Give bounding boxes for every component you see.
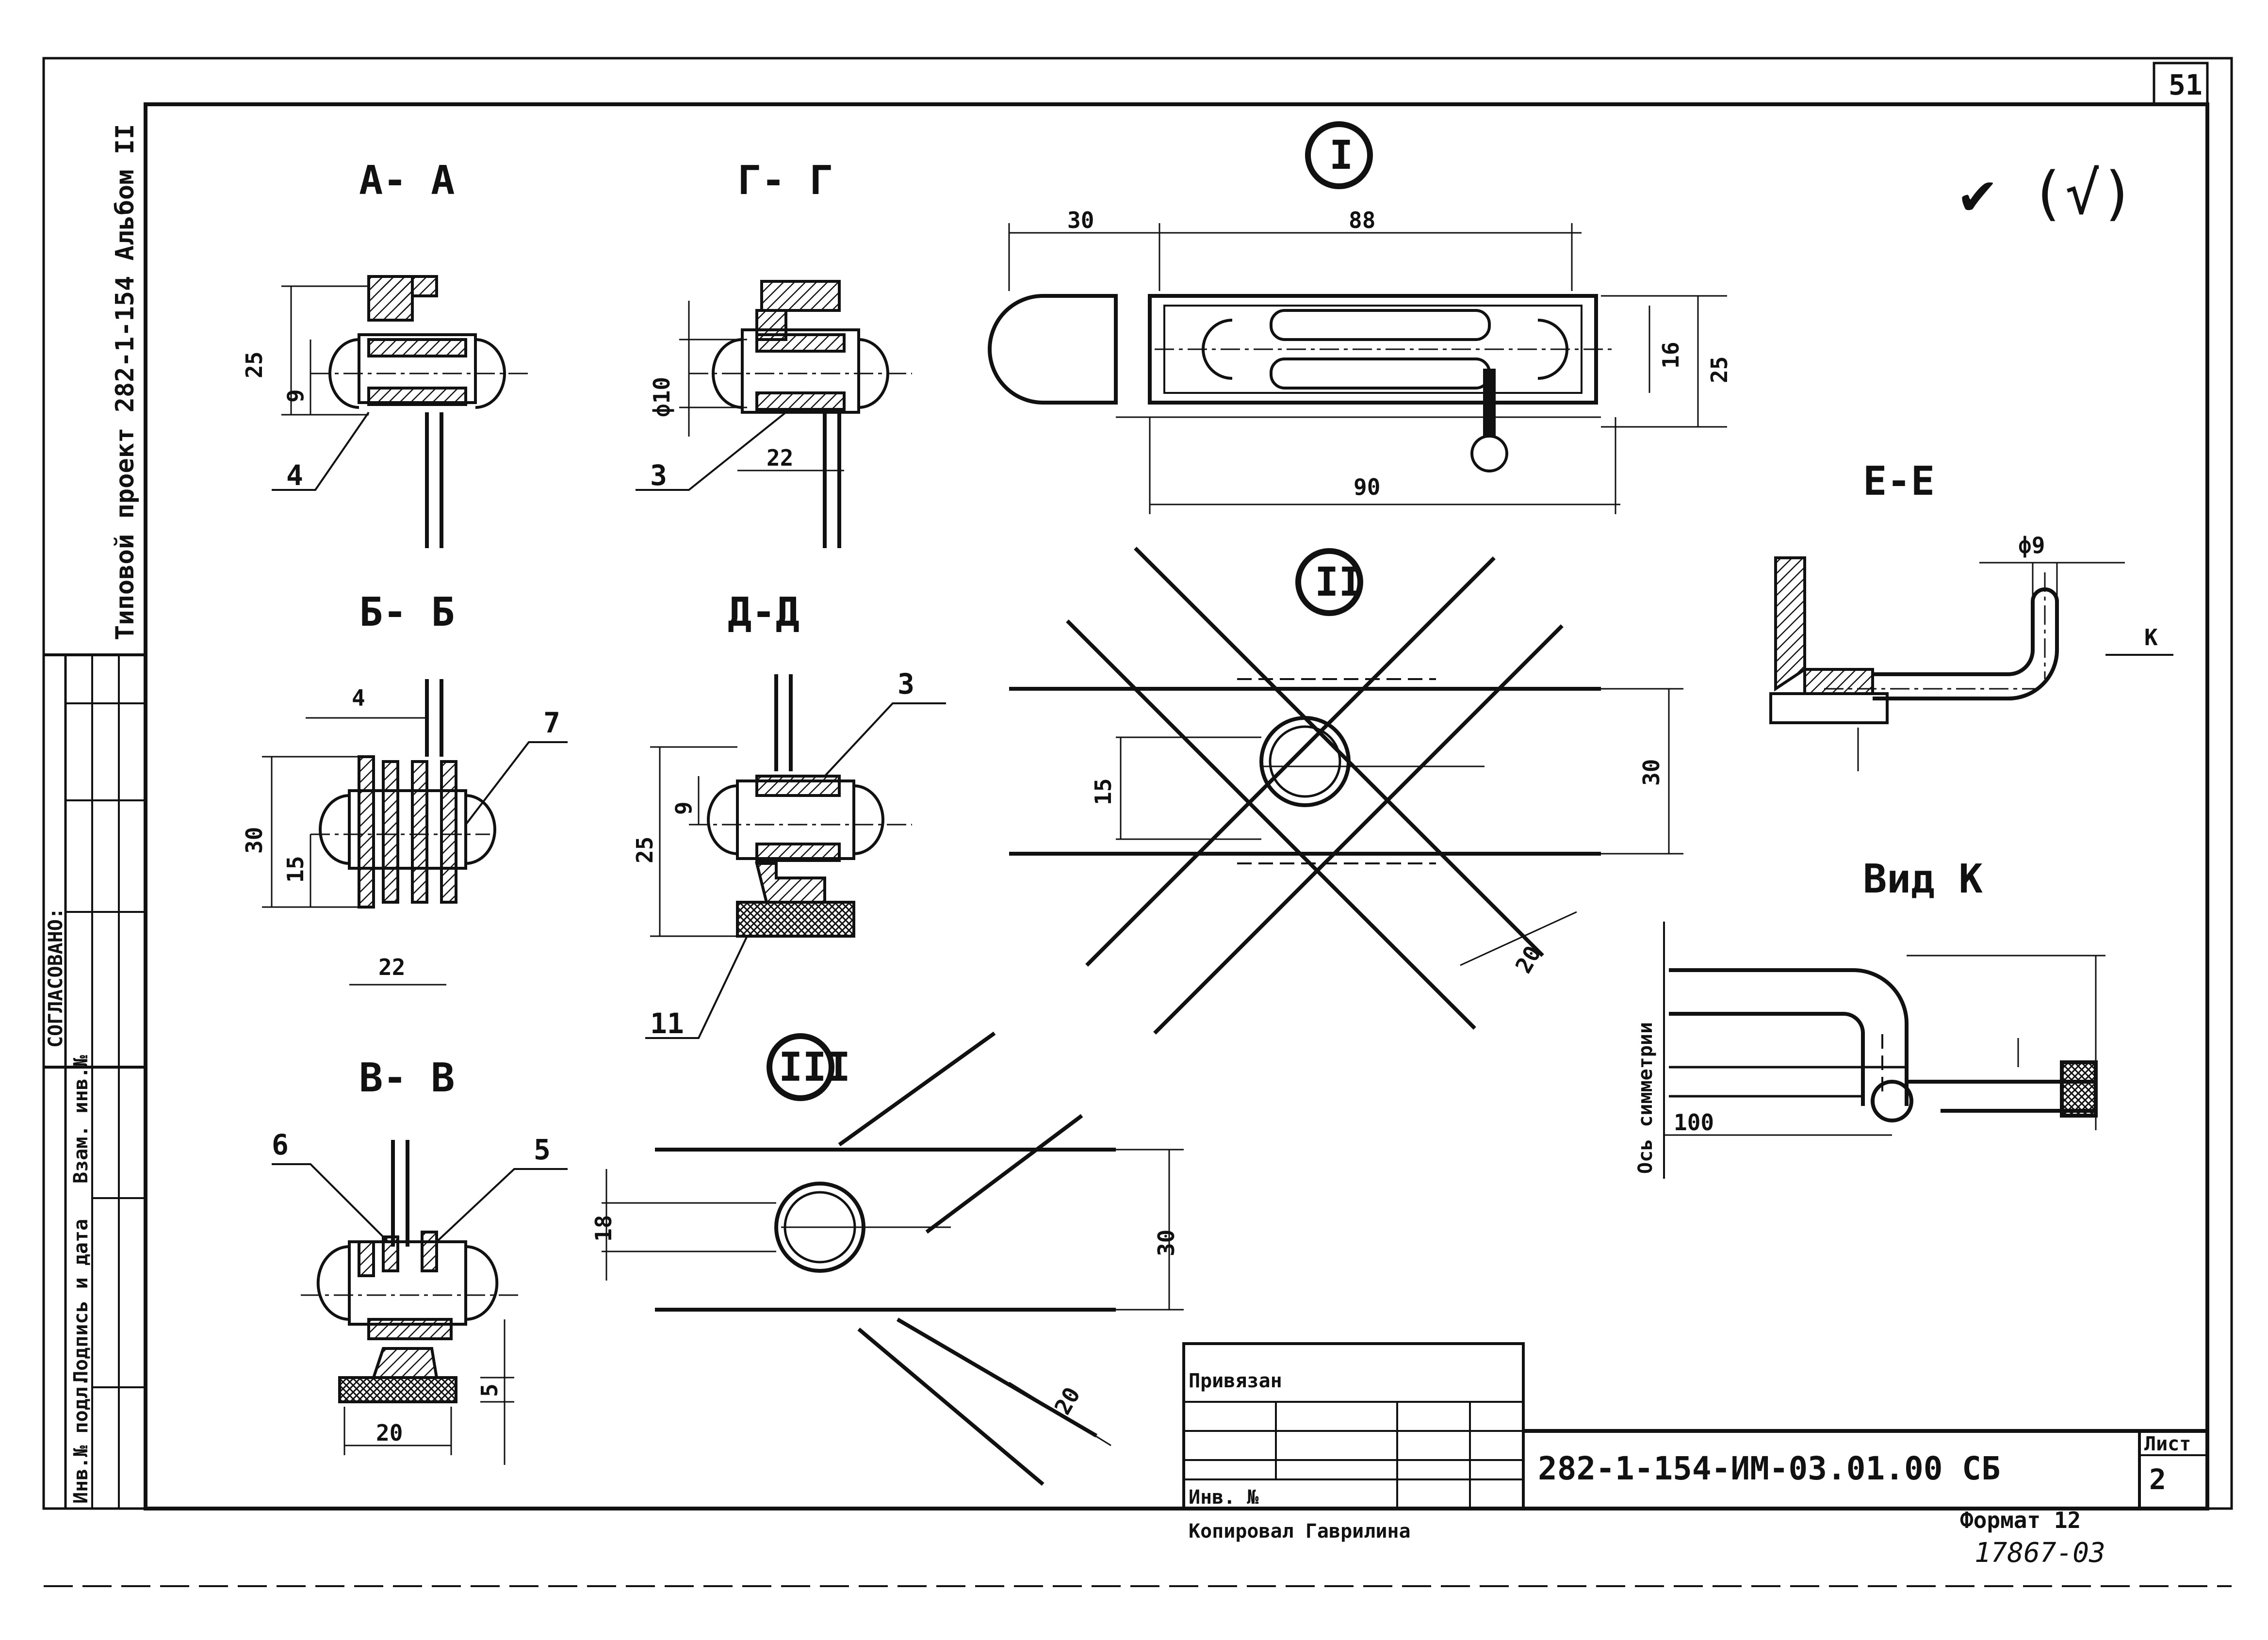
side-vzam: Взам. инв.№ <box>70 1055 92 1184</box>
section-vv <box>272 1140 568 1465</box>
corner-check-mark: ✔ (√) <box>1960 160 2135 227</box>
dim-n1-88: 88 <box>1349 207 1375 233</box>
node-3 <box>602 1031 1184 1486</box>
dim-n2-30: 30 <box>1638 759 1664 786</box>
dim-vv-20: 20 <box>376 1420 403 1446</box>
title-inv-no: Инв. № <box>1189 1486 1259 1509</box>
dim-gg-phi10: ф10 <box>649 377 675 417</box>
node-1-mark: I <box>1329 132 1353 179</box>
dim-vv-5: 5 <box>476 1383 503 1397</box>
view-k-title: Вид К <box>1863 856 1983 902</box>
list-number: 2 <box>2149 1463 2166 1496</box>
kopiroval: Копировал Гаврилина <box>1189 1520 1411 1543</box>
dim-dd-25: 25 <box>632 837 658 863</box>
dim-n1-16: 16 <box>1658 342 1684 369</box>
order-number: 17867-03 <box>1974 1537 2105 1569</box>
format-label: Формат 12 <box>1960 1507 2081 1533</box>
drawing-code: 282-1-154-ИМ-03.01.00 СБ <box>1538 1450 2001 1487</box>
section-dd-title: Д-Д <box>728 589 800 635</box>
dim-n2-15: 15 <box>1090 779 1116 805</box>
section-gg-title: Г- Г <box>737 158 833 204</box>
dim-n3-18: 18 <box>590 1215 617 1242</box>
side-soglasovano: СОГЛАСОВАНО: <box>45 908 67 1048</box>
dim-n2-20: 20 <box>1510 942 1546 978</box>
side-inv-podl: Инв.№ подл. <box>70 1375 92 1504</box>
dim-bb-4: 4 <box>352 685 365 711</box>
callout-3a: 3 <box>650 459 667 492</box>
dim-bb-15: 15 <box>282 856 309 883</box>
dim-n1-25: 25 <box>1706 357 1732 383</box>
dim-k-axis: Ось симметрии <box>1634 1022 1657 1174</box>
section-ee <box>1769 556 2173 771</box>
section-gg <box>636 280 912 548</box>
dim-k-100: 100 <box>1674 1109 1714 1136</box>
dim-n3-30: 30 <box>1153 1230 1179 1256</box>
dim-n1-30: 30 <box>1067 207 1094 233</box>
node-2-mark: II <box>1315 559 1363 605</box>
list-label: Лист <box>2144 1433 2191 1455</box>
dim-ee-k: К <box>2144 624 2158 650</box>
side-podpis: Подпись и дата <box>70 1219 92 1382</box>
title-privyazan: Привязан <box>1189 1370 1282 1392</box>
callout-7: 7 <box>543 706 560 739</box>
dim-bb-30: 30 <box>241 827 267 854</box>
dim-aa-9: 9 <box>282 389 309 403</box>
section-dd <box>645 674 946 1039</box>
node-2 <box>1009 547 1683 1035</box>
dim-gg-22: 22 <box>767 445 793 471</box>
callout-6: 6 <box>272 1128 289 1161</box>
callout-3b: 3 <box>897 667 914 700</box>
node-1 <box>988 121 1727 514</box>
dim-ee-phi9: ф9 <box>2018 532 2045 558</box>
view-k <box>1663 922 2105 1179</box>
title-block <box>1182 1342 2207 1510</box>
callout-4: 4 <box>286 459 303 492</box>
callout-5: 5 <box>534 1133 551 1166</box>
dim-aa-25: 25 <box>241 352 267 378</box>
dim-bb-22: 22 <box>378 954 405 980</box>
section-aa <box>272 275 529 548</box>
section-bb <box>262 679 568 986</box>
section-bb-title: Б- Б <box>359 589 455 635</box>
sheet-frame <box>42 57 2233 1510</box>
dim-dd-9: 9 <box>670 801 697 815</box>
callout-11: 11 <box>650 1007 684 1040</box>
node-3-mark: III <box>779 1044 850 1090</box>
project-side-title: Типовой проект 282-1-154 Альбом II <box>111 124 140 640</box>
section-aa-title: А- А <box>359 158 455 204</box>
dim-n1-90: 90 <box>1354 474 1380 500</box>
page-number: 51 <box>2169 68 2203 101</box>
section-ee-title: Е-Е <box>1863 458 1935 504</box>
section-vv-title: В- В <box>359 1055 455 1101</box>
dim-n3-20: 20 <box>1049 1383 1085 1419</box>
